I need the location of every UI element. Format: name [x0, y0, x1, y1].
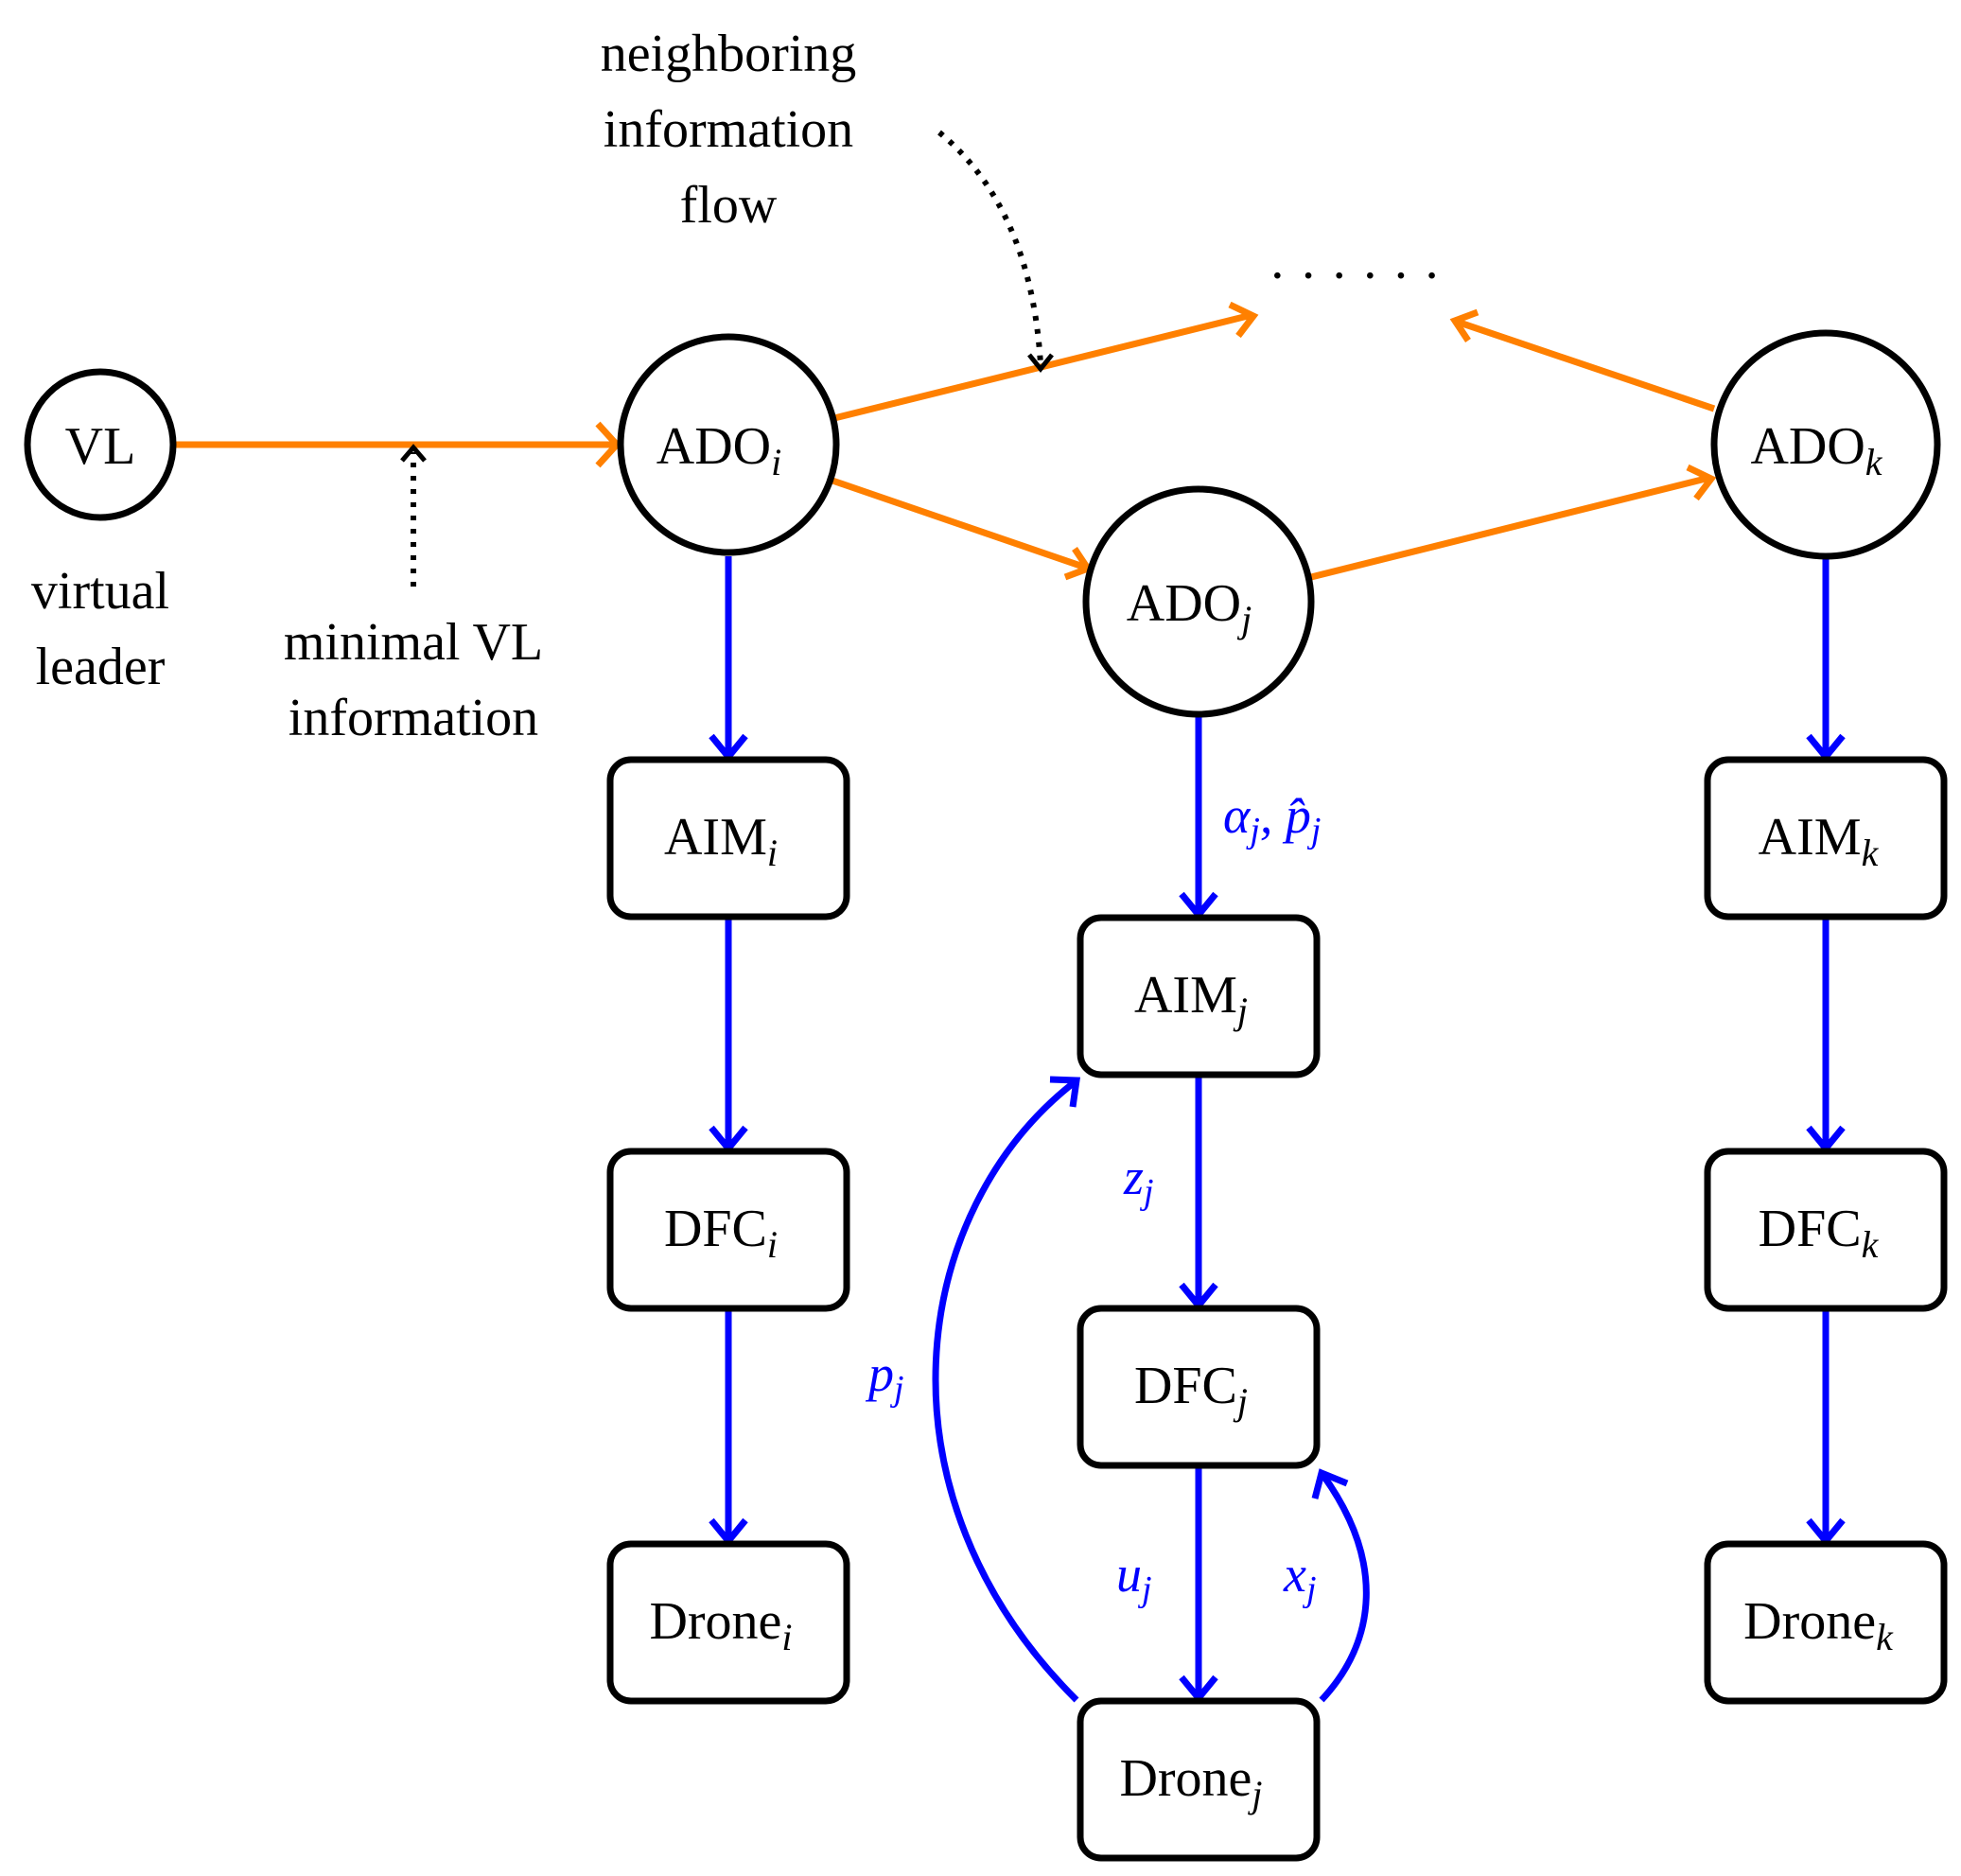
node-dfc-k: DFCk	[1704, 1148, 1948, 1312]
node-drone-j-box	[1077, 1697, 1321, 1862]
svg-text:Dronej: Dronej	[1119, 1749, 1262, 1815]
node-dfc-j: DFCj	[1077, 1305, 1321, 1469]
node-drone-k: Dronek	[1704, 1540, 1948, 1705]
node-ado-k-sub: k	[1865, 441, 1883, 483]
edge-ado-k-to-dots	[1455, 318, 1716, 412]
minimal-vl-line-1: minimal VL	[284, 613, 543, 672]
node-ado-k-circle	[1710, 329, 1941, 560]
label-u: uj	[1116, 1546, 1152, 1609]
node-ado-j-circle	[1082, 485, 1315, 718]
node-drone-k-label: Drone	[1743, 1592, 1876, 1651]
annotation-minimal-vl: minimal VL information	[284, 613, 543, 747]
node-dfc-i-box	[606, 1148, 850, 1312]
minimal-vl-line-2: information	[289, 689, 538, 747]
annotation-arrows	[400, 130, 1054, 587]
node-dfc-j-sub: j	[1233, 1380, 1248, 1423]
arrowhead	[1049, 1076, 1081, 1108]
node-vl-circle	[24, 368, 177, 521]
edge-ado-i-to-ado-j	[831, 477, 1088, 571]
node-aim-j-box	[1077, 914, 1321, 1078]
svg-text:ADOj: ADOj	[1127, 574, 1252, 640]
node-drone-j-label: Drone	[1119, 1749, 1252, 1808]
node-drone-i-label: Drone	[649, 1592, 781, 1651]
arrowhead	[1027, 353, 1054, 374]
svg-text:DFCj: DFCj	[1134, 1357, 1248, 1423]
svg-text:ADOk: ADOk	[1750, 417, 1882, 483]
ellipsis-more-agents: · · · · · ·	[1269, 247, 1441, 306]
node-aim-i-box	[606, 756, 850, 920]
node-ado-i-label: ADO	[657, 417, 771, 476]
node-ado-i-circle	[617, 333, 840, 556]
node-ado-i: ADOi	[617, 333, 840, 556]
node-dfc-i-label: DFC	[664, 1200, 767, 1258]
label-z: zj	[1123, 1148, 1154, 1212]
svg-text:DFCk: DFCk	[1759, 1200, 1880, 1266]
neighboring-line-1: neighboring	[601, 25, 857, 83]
arrowhead	[1311, 1468, 1349, 1499]
annotation-virtual-leader: virtual leader	[31, 562, 169, 696]
node-drone-j: Dronej	[1077, 1697, 1321, 1862]
arrowhead	[1228, 301, 1259, 339]
svg-text:AIMk: AIMk	[1759, 808, 1880, 874]
node-aim-j: AIMj	[1077, 914, 1321, 1078]
label-x: xj	[1283, 1546, 1317, 1609]
node-aim-j-sub: j	[1233, 990, 1248, 1032]
annotation-neighboring: neighboring information flow	[601, 25, 857, 235]
virtual-leader-line-2: leader	[36, 638, 166, 696]
svg-text:Dronek: Dronek	[1743, 1592, 1894, 1658]
node-dfc-k-sub: k	[1862, 1223, 1880, 1266]
neighboring-pointer	[937, 130, 1043, 365]
node-ado-k: ADOk	[1710, 329, 1941, 560]
node-aim-i: AIMi	[606, 756, 850, 920]
node-dfc-k-box	[1704, 1148, 1948, 1312]
label-alpha-p: αj, p̂j	[1223, 787, 1321, 850]
node-ado-k-label: ADO	[1750, 417, 1865, 476]
arrowhead	[400, 444, 427, 463]
virtual-leader-line-1: virtual	[31, 562, 169, 621]
node-ado-j: ADOj	[1082, 485, 1315, 718]
edge-feedback-x	[1319, 1470, 1370, 1703]
node-aim-k-label: AIM	[1759, 808, 1862, 867]
node-dfc-j-label: DFC	[1134, 1357, 1237, 1415]
svg-text:AIMi: AIMi	[664, 808, 778, 874]
edge-feedback-p	[932, 1078, 1079, 1703]
node-drone-k-sub: k	[1876, 1616, 1894, 1658]
neighbor-edges	[176, 301, 1717, 581]
node-dfc-j-box	[1077, 1305, 1321, 1469]
svg-text:DFCi: DFCi	[664, 1200, 778, 1266]
node-dfc-i: DFCi	[606, 1148, 850, 1312]
node-drone-i-sub: i	[781, 1616, 792, 1658]
node-vl-label: VL	[65, 417, 136, 476]
node-drone-j-sub: j	[1247, 1773, 1262, 1815]
svg-text:AIMj: AIMj	[1134, 966, 1248, 1032]
node-ado-j-sub: j	[1236, 598, 1252, 640]
label-p: pj	[865, 1345, 904, 1409]
node-aim-k-sub: k	[1862, 832, 1880, 874]
node-dfc-k-label: DFC	[1759, 1200, 1862, 1258]
arrowhead	[1449, 308, 1480, 342]
node-aim-k-box	[1704, 756, 1948, 920]
node-drone-i-box	[606, 1540, 850, 1705]
svg-text:Dronei: Dronei	[649, 1592, 792, 1658]
arrowhead	[1686, 464, 1717, 501]
node-drone-k-box	[1704, 1540, 1948, 1705]
edge-ado-j-to-ado-k	[1310, 474, 1710, 581]
node-aim-j-label: AIM	[1134, 966, 1237, 1025]
node-ado-j-label: ADO	[1127, 574, 1241, 633]
neighboring-line-2: information	[604, 100, 853, 159]
node-drone-i: Dronei	[606, 1540, 850, 1705]
node-ado-i-sub: i	[771, 441, 781, 483]
control-edges	[709, 556, 1846, 1704]
node-vl: VL	[24, 368, 177, 521]
node-aim-k: AIMk	[1704, 756, 1948, 920]
svg-text:ADOi: ADOi	[657, 417, 781, 483]
neighboring-line-3: flow	[680, 176, 778, 235]
node-aim-i-sub: i	[767, 832, 778, 874]
node-dfc-i-sub: i	[767, 1223, 778, 1266]
arrowhead	[595, 421, 622, 468]
node-aim-i-label: AIM	[664, 808, 767, 867]
